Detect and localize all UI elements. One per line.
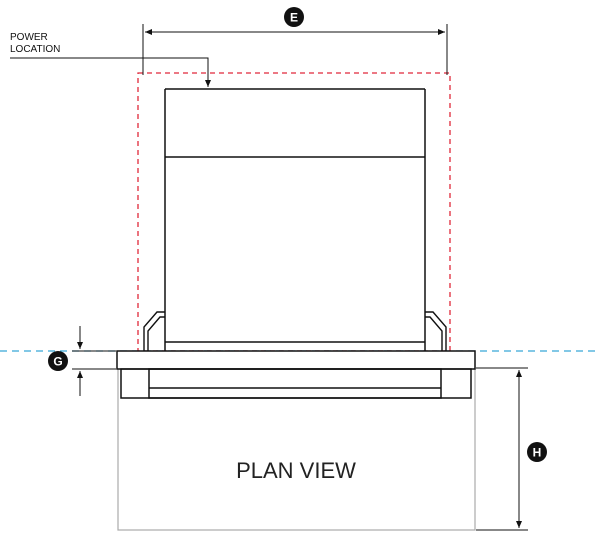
dimension-h (476, 367, 528, 531)
marker-e: E (284, 7, 304, 27)
dimension-g (72, 326, 116, 396)
marker-g: G (48, 351, 68, 371)
marker-h: H (527, 442, 547, 462)
clearance-outline (137, 72, 451, 352)
base-plate (116, 350, 476, 370)
power-location-line1: POWER (10, 32, 48, 43)
marker-h-label: H (533, 446, 542, 460)
plan-view-box (117, 367, 476, 531)
unit-body (164, 88, 426, 351)
left-bracket (143, 311, 165, 351)
plan-view-label: PLAN VIEW (236, 458, 356, 483)
dimension-e (142, 24, 448, 75)
power-location-line2: LOCATION (10, 44, 60, 55)
marker-e-label: E (290, 11, 298, 25)
marker-g-label: G (53, 355, 62, 369)
right-bracket (425, 311, 447, 351)
lower-base (120, 368, 472, 399)
power-location-leader (10, 57, 211, 87)
